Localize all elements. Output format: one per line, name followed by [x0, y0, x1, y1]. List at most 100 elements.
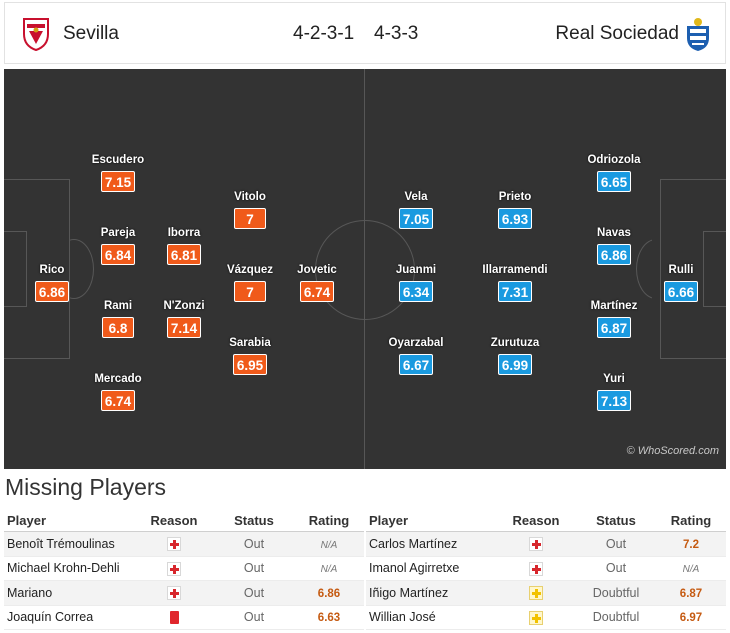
- player-rating: 6.86: [596, 244, 632, 265]
- missing-player-name[interactable]: Carlos Martínez: [369, 536, 458, 551]
- missing-player-name[interactable]: Michael Krohn-Dehli: [7, 561, 120, 576]
- away-formation: 4-3-3: [374, 23, 419, 44]
- player-name: Rico: [39, 264, 65, 276]
- player-rating: 7.31: [497, 281, 533, 302]
- missing-rating: 6.87: [679, 587, 703, 600]
- table-row: Benoît Trémoulinas Out N/A: [4, 532, 364, 557]
- player-home[interactable]: Rico 6.86: [12, 263, 92, 302]
- home-penalty-area: [4, 179, 70, 359]
- centre-circle: [315, 220, 415, 320]
- home-missing-table: Player Reason Status Rating Benoît Trémo…: [4, 510, 364, 630]
- away-goal-area: [703, 231, 726, 307]
- player-rating: 7.14: [166, 317, 202, 338]
- table-row: Joaquín Correa Out 6.63: [4, 606, 364, 630]
- player-away[interactable]: Juanmi 6.34: [376, 263, 456, 302]
- doubtful-icon: [529, 586, 543, 601]
- player-name: Sarabia: [229, 337, 271, 349]
- player-name: Pareja: [100, 227, 136, 239]
- player-away[interactable]: Illarramendi 7.31: [475, 263, 555, 302]
- player-away[interactable]: Oyarzabal 6.67: [376, 336, 456, 375]
- player-rating: 6.67: [398, 354, 434, 375]
- player-away[interactable]: Zurutuza 6.99: [475, 336, 555, 375]
- missing-players-title: Missing Players: [5, 474, 167, 500]
- player-name: Juanmi: [395, 264, 437, 276]
- table-row: Iñigo Martínez Doubtful 6.87: [366, 581, 726, 606]
- missing-status: Out: [243, 610, 265, 625]
- player-home[interactable]: Vázquez 7: [210, 263, 290, 302]
- table-header: Player Reason Status Rating: [4, 510, 364, 532]
- player-rating: 6.74: [100, 390, 136, 411]
- player-home[interactable]: Rami 6.8: [78, 299, 158, 338]
- injury-icon: [167, 586, 181, 601]
- col-reason: Reason: [512, 513, 560, 528]
- player-rating: 6.74: [299, 281, 335, 302]
- home-team-name[interactable]: Sevilla: [63, 23, 119, 44]
- table-body: Benoît Trémoulinas Out N/A Michael Krohn…: [4, 532, 364, 630]
- player-away[interactable]: Vela 7.05: [376, 190, 456, 229]
- col-status: Status: [234, 513, 274, 528]
- missing-player-name[interactable]: Imanol Agirretxe: [369, 561, 460, 576]
- player-away[interactable]: Odriozola 6.65: [574, 153, 654, 192]
- player-name: Navas: [597, 227, 631, 239]
- col-status: Status: [596, 513, 636, 528]
- player-rating: 6.99: [497, 354, 533, 375]
- player-home[interactable]: Escudero 7.15: [78, 153, 158, 192]
- missing-player-name[interactable]: Joaquín Correa: [7, 610, 94, 625]
- player-name: Zurutuza: [490, 337, 540, 349]
- missing-status: Out: [605, 536, 627, 551]
- player-rating: 6.86: [34, 281, 70, 302]
- player-name: Yuri: [603, 373, 625, 385]
- player-home[interactable]: Vitolo 7: [210, 190, 290, 229]
- missing-status: Out: [243, 536, 265, 551]
- player-rating: 6.81: [166, 244, 202, 265]
- player-away[interactable]: Prieto 6.93: [475, 190, 555, 229]
- table-row: Michael Krohn-Dehli Out N/A: [4, 557, 364, 581]
- missing-rating: 7.2: [683, 538, 699, 551]
- player-rating: 7: [234, 281, 266, 302]
- player-home[interactable]: N'Zonzi 7.14: [144, 299, 224, 338]
- injury-icon: [167, 537, 181, 552]
- table-header: Player Reason Status Rating: [366, 510, 726, 532]
- player-rating: 6.87: [596, 317, 632, 338]
- player-name: Oyarzabal: [388, 337, 444, 349]
- col-player: Player: [7, 513, 47, 528]
- missing-rating: N/A: [320, 564, 338, 576]
- missing-rating: 6.63: [317, 612, 341, 625]
- player-away[interactable]: Navas 6.86: [574, 226, 654, 265]
- missing-player-name[interactable]: Mariano: [7, 585, 53, 600]
- missing-status: Out: [605, 561, 627, 576]
- doubtful-icon: [529, 610, 543, 625]
- player-home[interactable]: Iborra 6.81: [144, 226, 224, 265]
- red-card-icon: [169, 611, 179, 625]
- col-player: Player: [369, 513, 409, 528]
- home-goal-area: [4, 231, 27, 307]
- injury-icon: [167, 561, 181, 576]
- player-name: Jovetic: [297, 264, 337, 276]
- player-name: Odriozola: [587, 154, 641, 166]
- player-away[interactable]: Yuri 7.13: [574, 372, 654, 411]
- player-home[interactable]: Pareja 6.84: [78, 226, 158, 265]
- player-home[interactable]: Mercado 6.74: [78, 372, 158, 411]
- player-name: Martínez: [590, 300, 638, 312]
- missing-player-name[interactable]: Willian José: [369, 610, 436, 625]
- missing-rating: N/A: [682, 564, 700, 576]
- injury-icon: [529, 561, 543, 576]
- player-away[interactable]: Martínez 6.87: [574, 299, 654, 338]
- player-away[interactable]: Rulli 6.66: [641, 263, 721, 302]
- player-home[interactable]: Sarabia 6.95: [210, 336, 290, 375]
- player-rating: 6.8: [102, 317, 134, 338]
- missing-rating: N/A: [320, 539, 338, 551]
- player-home[interactable]: Jovetic 6.74: [277, 263, 357, 302]
- table-row: Mariano Out 6.86: [4, 581, 364, 606]
- watermark: © WhoScored.com: [626, 445, 719, 457]
- player-rating: 6.95: [232, 354, 268, 375]
- match-header: Sevilla 4-2-3-1 4-3-3 Real Sociedad: [4, 2, 726, 64]
- missing-player-name[interactable]: Iñigo Martínez: [369, 585, 449, 600]
- player-name: N'Zonzi: [163, 300, 205, 312]
- col-reason: Reason: [150, 513, 198, 528]
- col-rating: Rating: [670, 513, 712, 528]
- away-team-name[interactable]: Real Sociedad: [555, 23, 679, 44]
- missing-player-name[interactable]: Benoît Trémoulinas: [7, 536, 115, 551]
- player-rating: 7: [234, 208, 266, 229]
- player-name: Mercado: [94, 373, 142, 385]
